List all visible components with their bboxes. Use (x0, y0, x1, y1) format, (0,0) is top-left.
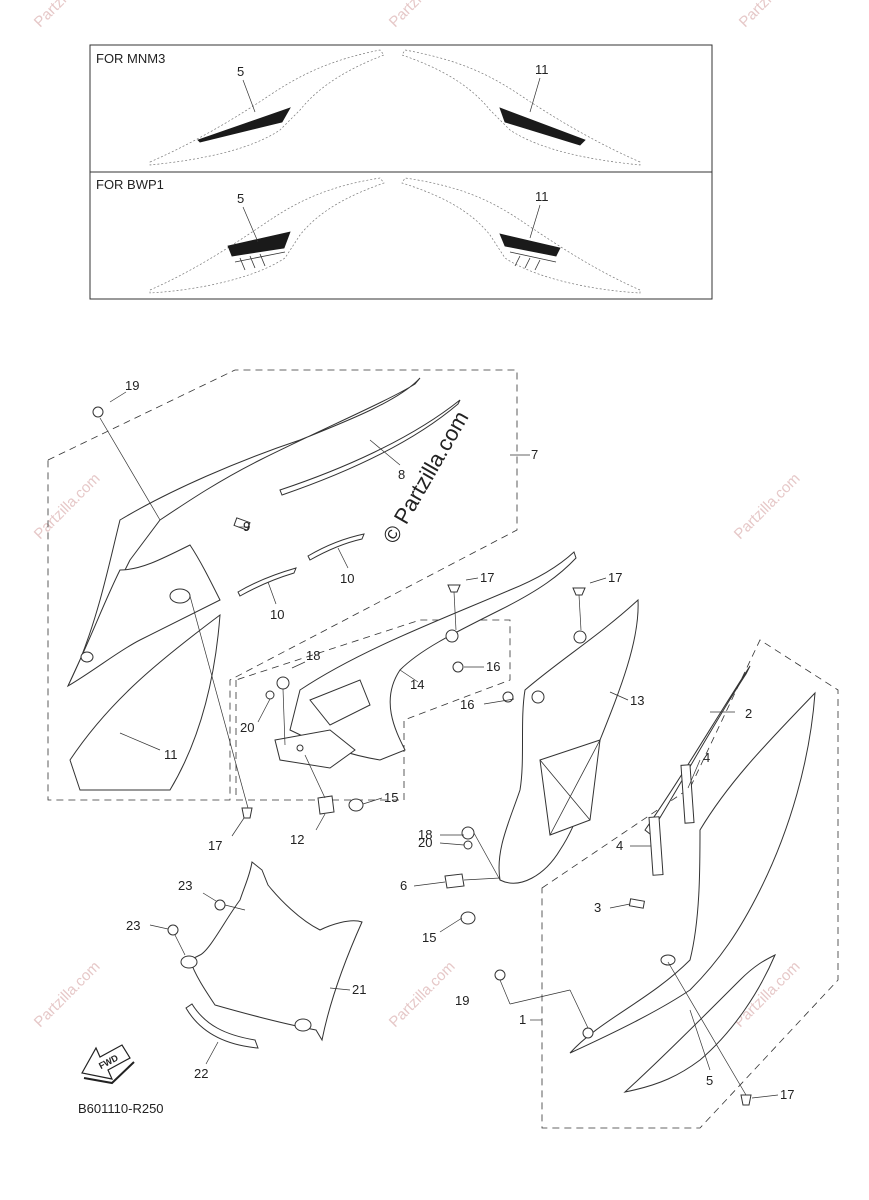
screw-17-lower-left (241, 807, 253, 819)
bracket-14 (274, 551, 577, 769)
callout-label: 16 (460, 697, 474, 712)
callout-leader (529, 204, 541, 239)
callout-label: 9 (243, 519, 250, 534)
callout-label: 3 (594, 900, 601, 915)
callout-label: 6 (400, 878, 407, 893)
callout-label: 5 (706, 1073, 713, 1088)
callout-label: 17 (208, 838, 222, 853)
variant-box: FOR MNM3 5 11 FOR BWP1 5 11 (89, 44, 713, 300)
screw-17a (447, 584, 461, 593)
leaders-panel-13 (413, 691, 629, 933)
watermark-text: Partzilla.com (736, 0, 809, 31)
callout-label: 22 (194, 1066, 208, 1081)
screw-17-lower-right (740, 1094, 752, 1106)
callout-label: 14 (410, 677, 424, 692)
pad-4b (648, 816, 664, 876)
callout-label: 17 (480, 570, 494, 585)
watermark-text: Partzilla.com (386, 0, 459, 31)
grommet-15b (460, 911, 476, 925)
callout-label: 17 (780, 1087, 794, 1102)
callout-label: 15 (422, 930, 436, 945)
garnish-strip-8 (279, 399, 461, 496)
side-cover-1 (569, 691, 816, 1093)
callout-label: 2 (745, 706, 752, 721)
garnish-2 (644, 665, 751, 835)
watermark-text: Partzilla.com (386, 958, 459, 1031)
callout-label: 11 (535, 189, 549, 204)
assembly-boundary-7 (47, 369, 518, 801)
variant-header-mnm3: FOR MNM3 (96, 51, 165, 66)
pad-3 (628, 898, 645, 909)
callout-label: 7 (531, 447, 538, 462)
callout-leader (242, 206, 259, 243)
decal-right-bwp1 (401, 177, 641, 294)
watermark-text: Partzilla.com (31, 0, 104, 31)
callout-label: 1 (519, 1012, 526, 1027)
leaders-group-7 (99, 391, 530, 837)
callout-label: 23 (178, 878, 192, 893)
leaders-lower-left (149, 892, 351, 1065)
callout-label: 20 (418, 835, 432, 850)
screw-20a (265, 690, 275, 700)
nut-16a (452, 661, 464, 673)
inner-cover-21 (180, 861, 363, 1042)
grommet-15a (348, 798, 364, 812)
decal-left-mnm3 (149, 49, 385, 166)
assembly-boundary-1 (541, 639, 839, 1129)
callout-label: 12 (290, 832, 304, 847)
grommet-22 (185, 1003, 259, 1049)
callout-label: 4 (616, 838, 623, 853)
callout-label: 10 (340, 571, 354, 586)
callout-leader (529, 77, 541, 113)
variant-header-bwp1: FOR BWP1 (96, 177, 164, 192)
diagram-code: B601110-R250 (78, 1101, 164, 1116)
side-cover-upper-left (66, 377, 421, 791)
callout-label: 13 (630, 693, 644, 708)
callout-label: 5 (237, 191, 244, 206)
assembly-boundary-14 (235, 619, 511, 801)
decal-right-mnm3 (401, 49, 641, 166)
screw-19-upper (92, 406, 104, 418)
callout-label: 16 (486, 659, 500, 674)
callout-label: 8 (398, 467, 405, 482)
callout-label: 23 (126, 918, 140, 933)
watermark-text: Partzilla.com (731, 470, 804, 543)
callout-label: 10 (270, 607, 284, 622)
inner-panel-13 (498, 598, 639, 884)
callout-label: 19 (125, 378, 139, 393)
clip-6 (444, 873, 465, 889)
pad-4a (680, 764, 695, 824)
watermark-text: Partzilla.com (31, 470, 104, 543)
callout-leader (242, 79, 256, 113)
decal-left-bwp1 (149, 177, 385, 294)
leaders-group-1 (499, 711, 779, 1099)
strip-10b (237, 567, 297, 597)
strip-10a (307, 533, 365, 561)
callout-label: 20 (240, 720, 254, 735)
callout-label: 5 (237, 64, 244, 79)
callout-label: 4 (703, 750, 710, 765)
screw-17b (572, 587, 586, 596)
callout-label: 11 (164, 747, 178, 762)
watermark-text: Partzilla.com (31, 958, 104, 1031)
callout-label: 19 (455, 993, 469, 1008)
screw-18b (461, 826, 475, 840)
screw-19-lower (494, 969, 506, 981)
screw-23b (167, 924, 179, 936)
leaders-group-14 (257, 577, 607, 831)
callout-label: 21 (352, 982, 366, 997)
callout-label: 18 (418, 827, 432, 842)
callout-label: 11 (535, 62, 549, 77)
screw-23a (214, 899, 226, 911)
screw-18a (276, 676, 290, 690)
callout-label: 18 (306, 648, 320, 663)
fwd-arrow-icon: FWD (81, 1044, 135, 1085)
screw-20b (463, 840, 473, 850)
callout-label: 15 (384, 790, 398, 805)
clip-12 (317, 795, 335, 815)
callout-label: 17 (608, 570, 622, 585)
